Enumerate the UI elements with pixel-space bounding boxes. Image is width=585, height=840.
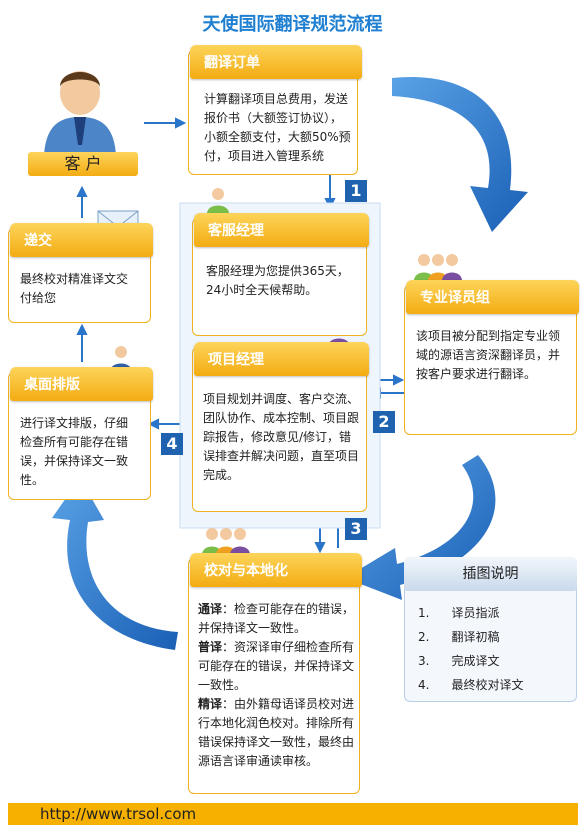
step-2-badge: 2 (373, 411, 395, 433)
curve-arrow-bottom-right (345, 455, 496, 600)
service-title: 客服经理 (194, 213, 369, 247)
service-text: 客服经理为您提供365天，24小时全天候帮助。 (206, 264, 349, 297)
page-title: 天使国际翻译规范流程 (202, 14, 383, 35)
proof-title: 校对与本地化 (190, 553, 362, 587)
legend-title: 插图说明 (404, 557, 577, 591)
curve-arrow-top-right (392, 76, 528, 232)
client-avatar-icon (44, 71, 116, 155)
step-3-badge: 3 (345, 518, 367, 540)
step-4-badge: 4 (161, 433, 183, 455)
delivery-text: 最终校对精准译文交付给您 (20, 272, 129, 305)
team-icon (414, 254, 462, 280)
order-title: 翻译订单 (190, 45, 362, 79)
delivery-title: 递交 (10, 223, 153, 257)
order-text: 计算翻译项目总费用，发送报价书（大额签订协议）， 小额全额支付，大额50%预付，… (204, 92, 351, 163)
curve-arrow-bottom-left (52, 478, 178, 650)
client-label: 客 户 (28, 152, 138, 176)
legend-item: 3.完成译文 (418, 654, 500, 668)
dtp-title: 桌面排版 (10, 367, 153, 401)
team-text: 该项目被分配到指定专业领域的源语言资深翻译员，并按客户要求进行翻译。 (416, 329, 561, 381)
proof-text: 通译：检查可能存在的错误， 并保持译文一致性。 普译：资深译审仔细检查所有 可能… (198, 602, 355, 768)
legend-item: 4.最终校对译文 (418, 678, 524, 692)
pm-title: 项目经理 (194, 342, 369, 376)
legend-item: 2.翻译初稿 (418, 630, 500, 644)
footer-url: http://www.trsol.com (8, 803, 578, 825)
person-icon (207, 188, 229, 213)
dtp-text: 进行译文排版，仔细检查所有可能存在错 误，并保持译文一致性。 (20, 416, 129, 487)
step-1-badge: 1 (345, 180, 367, 202)
proof-box (188, 558, 360, 794)
legend-item: 1.译员指派 (418, 606, 500, 620)
team-icon (202, 528, 250, 554)
team-title: 专业译员组 (406, 280, 579, 314)
pm-text: 项目规划并调度、客户交流、团队协作、成本控制、项目跟踪报告，修改意见/修订，错 … (203, 392, 360, 482)
